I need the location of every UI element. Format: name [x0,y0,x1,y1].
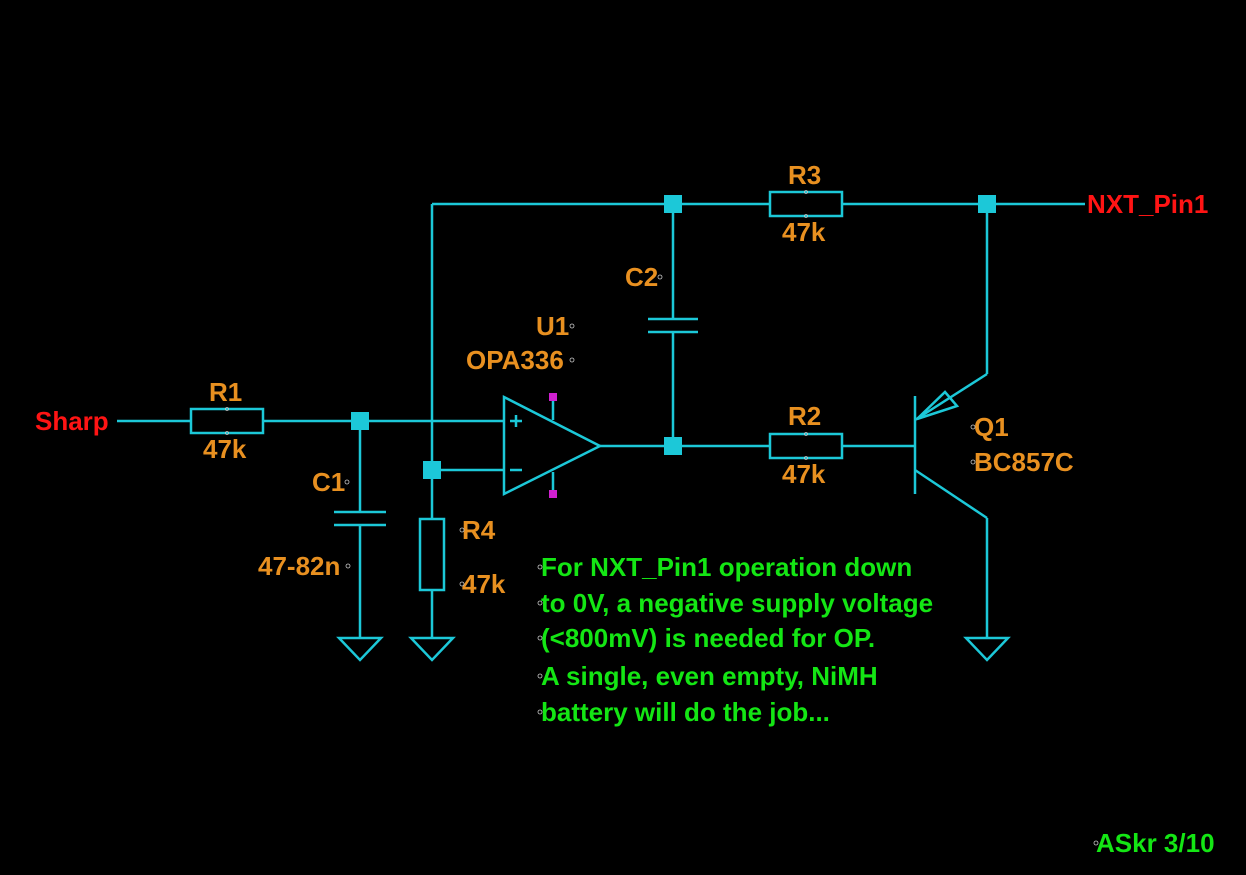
design-note: For NXT_Pin1 operation down to 0V, a neg… [537,552,933,727]
note-line: (<800mV) is needed for OP. [541,623,875,653]
emitter-arrow-icon [916,390,960,421]
junction-top-c2 [664,195,682,213]
r2-value: 47k [782,459,826,489]
q1-ref: Q1 [974,412,1009,442]
ground-icon [963,636,1011,662]
c2-ref: C2 [625,262,658,292]
note-line: A single, even empty, NiMH [541,661,878,691]
r1-ref: R1 [209,377,242,407]
r3-value: 47k [782,217,826,247]
resistor-r4[interactable] [418,517,446,592]
r1-value: 47k [203,434,247,464]
r4-ref: R4 [462,515,496,545]
u1-ref: U1 [536,311,569,341]
junction-input-node [351,412,369,430]
u1-value: OPA336 [466,345,564,375]
junction-output-node [978,195,996,213]
ground-icon [408,636,456,662]
resistor-r3[interactable] [768,190,844,218]
resistor-r2[interactable] [768,432,844,460]
resistor-r1[interactable] [189,407,265,435]
ground-symbols [336,636,1011,662]
footer-credit: ASkr 3/10 [1096,828,1215,858]
r4-value: 47k [462,569,506,599]
net-label-output: NXT_Pin1 [1087,189,1208,219]
q1-value: BC857C [974,447,1074,477]
r2-ref: R2 [788,401,821,431]
net-label-input: Sharp [35,406,109,436]
note-line: battery will do the job... [541,697,830,727]
ground-icon [336,636,384,662]
supply-pin-marker-bottom [549,490,557,498]
opamp-u1[interactable] [502,393,603,498]
transistor-q1[interactable] [913,372,988,520]
junction-opamp-out [664,437,682,455]
c1-ref: C1 [312,467,345,497]
note-line: to 0V, a negative supply voltage [541,588,933,618]
junctions [351,195,996,479]
r3-ref: R3 [788,160,821,190]
capacitor-c2[interactable] [648,317,698,334]
c1-value: 47-82n [258,551,340,581]
wires [117,202,1085,638]
capacitor-c1[interactable] [334,510,386,527]
junction-inverting-node [423,461,441,479]
supply-pin-marker-top [549,393,557,401]
note-line: For NXT_Pin1 operation down [541,552,912,582]
